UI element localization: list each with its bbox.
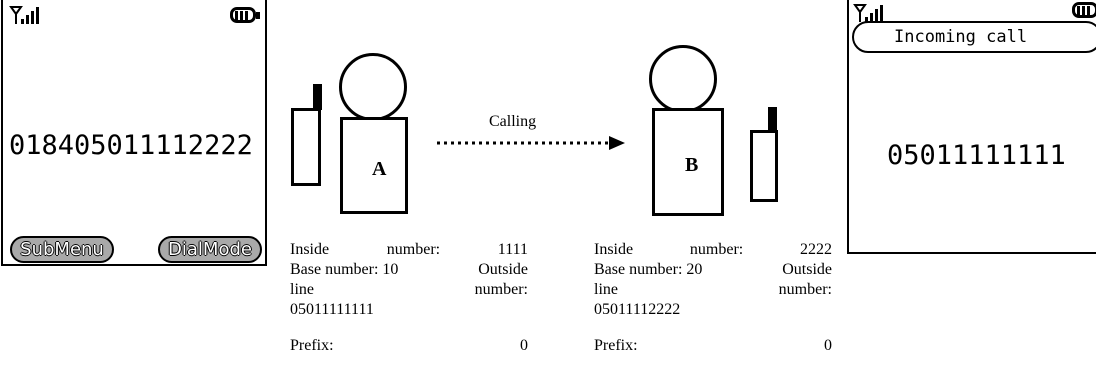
caller-outside-number: 05011111111	[290, 301, 374, 318]
callee-outside-line-label: line number:	[594, 280, 832, 300]
caller-label: A	[372, 158, 387, 180]
caller-info: Inside number: 1111 Base number: 10 Outs…	[290, 240, 528, 356]
submenu-softkey[interactable]: SubMenu	[10, 236, 114, 263]
incoming-caller-number: 05011111111	[887, 140, 1066, 171]
dialing-phone-screen: 018405011112222 SubMenu DialMode	[1, 0, 267, 266]
caller-prefix-value: 0	[520, 337, 528, 354]
caller-handset-antenna	[313, 84, 322, 110]
caller-info-text: Base number: 10	[290, 261, 399, 278]
callee-inside-number: 2222	[800, 241, 832, 258]
callee-handset-antenna	[768, 107, 777, 132]
caller-outside-line-label: line number:	[290, 280, 528, 300]
caller-outside-line-number: 05011111111	[290, 300, 528, 320]
caller-inside-number-line: Inside number: 1111	[290, 240, 528, 260]
battery-full-icon	[1069, 1, 1096, 21]
callee-info-text: Outside	[782, 261, 832, 278]
incoming-call-banner: Incoming call	[852, 21, 1096, 53]
caller-info-text: Inside	[290, 241, 330, 258]
callee-prefix-value: 0	[824, 337, 832, 354]
caller-body: A	[340, 117, 408, 214]
callee-outside-line-number: 05011112222	[594, 300, 832, 320]
callee-info-text: Inside	[594, 241, 634, 258]
caller-handset	[291, 108, 321, 186]
receiving-phone-screen: Incoming call 05011111111	[847, 0, 1096, 254]
battery-full-icon	[227, 6, 263, 26]
callee-body: B	[652, 108, 724, 216]
callee-prefix-label: Prefix:	[594, 337, 638, 354]
callee-info-text: line	[594, 281, 618, 298]
caller-prefix-label: Prefix:	[290, 337, 334, 354]
callee-info: Inside number: 2222 Base number: 20 Outs…	[594, 240, 832, 356]
callee-info-text: Base number: 20	[594, 261, 703, 278]
callee-inside-number-line: Inside number: 2222	[594, 240, 832, 260]
caller-info-text: number:	[386, 241, 441, 258]
signal-strength-icon	[9, 4, 49, 32]
caller-base-number-line: Base number: 10 Outside	[290, 260, 528, 280]
caller-head	[339, 53, 407, 121]
callee-info-text: number:	[778, 281, 832, 298]
calling-arrow	[437, 136, 625, 150]
callee-outside-number: 05011112222	[594, 301, 681, 318]
caller-info-text: line	[290, 281, 314, 298]
callee-head	[649, 45, 717, 113]
caller-info-text: number:	[474, 281, 528, 298]
calling-label: Calling	[489, 113, 537, 130]
dialed-number: 018405011112222	[9, 130, 253, 161]
callee-prefix-line: Prefix: 0	[594, 336, 832, 356]
caller-info-text: Outside	[478, 261, 528, 278]
signal-strength-icon	[853, 2, 893, 30]
caller-prefix-line: Prefix: 0	[290, 336, 528, 356]
callee-label: B	[685, 154, 699, 176]
callee-handset	[750, 130, 778, 202]
callee-base-number-line: Base number: 20 Outside	[594, 260, 832, 280]
dialmode-softkey[interactable]: DialMode	[158, 236, 262, 263]
callee-info-text: number:	[689, 241, 744, 258]
caller-inside-number: 1111	[497, 241, 528, 258]
